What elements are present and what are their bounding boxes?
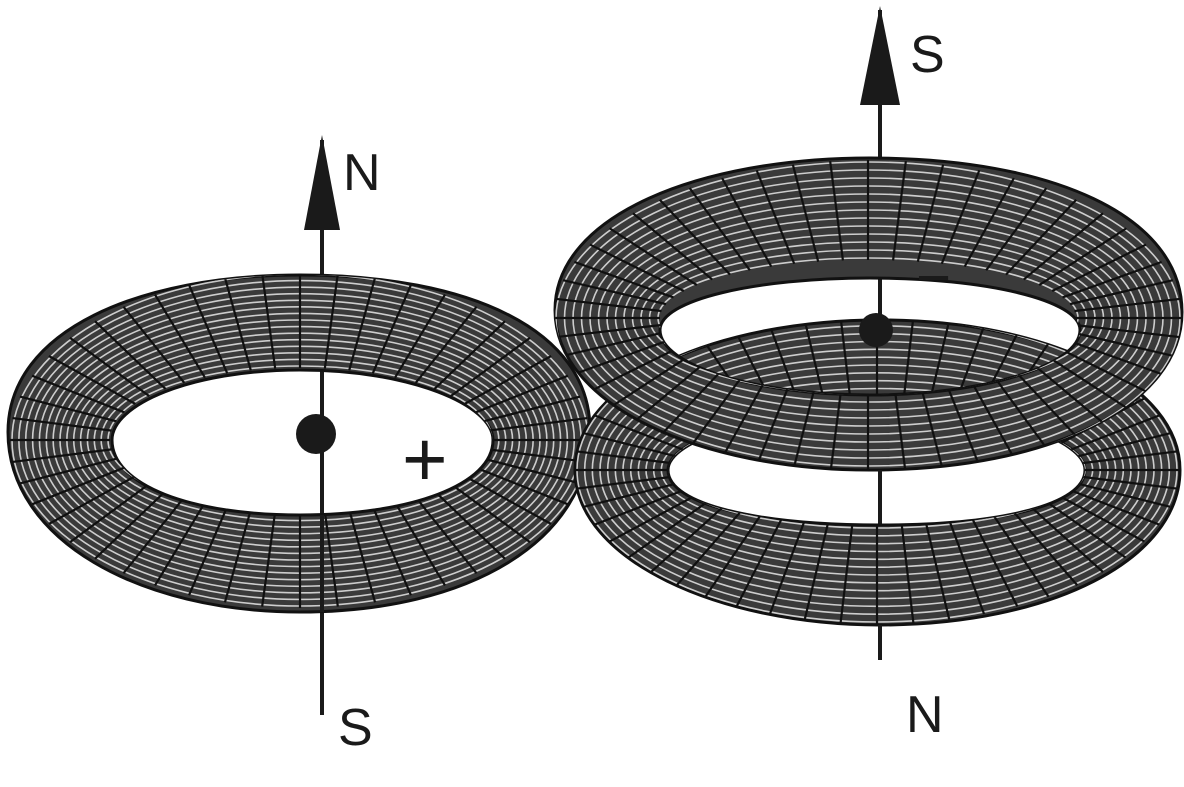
- right-center-dot: [859, 313, 893, 347]
- left-top-pole-label: N: [343, 144, 381, 202]
- right-magnet: − S N: [554, 6, 1182, 744]
- right-axis-arrowhead: [860, 6, 900, 105]
- right-bottom-pole-label: N: [906, 686, 944, 744]
- minus-charge-label: −: [916, 244, 951, 311]
- plus-charge-label: +: [402, 415, 448, 503]
- left-magnet: N S +: [8, 135, 590, 757]
- right-top-pole-label: S: [910, 26, 945, 84]
- left-bottom-pole-label: S: [338, 699, 373, 757]
- left-axis-arrowhead: [304, 135, 340, 230]
- left-center-dot: [296, 414, 336, 454]
